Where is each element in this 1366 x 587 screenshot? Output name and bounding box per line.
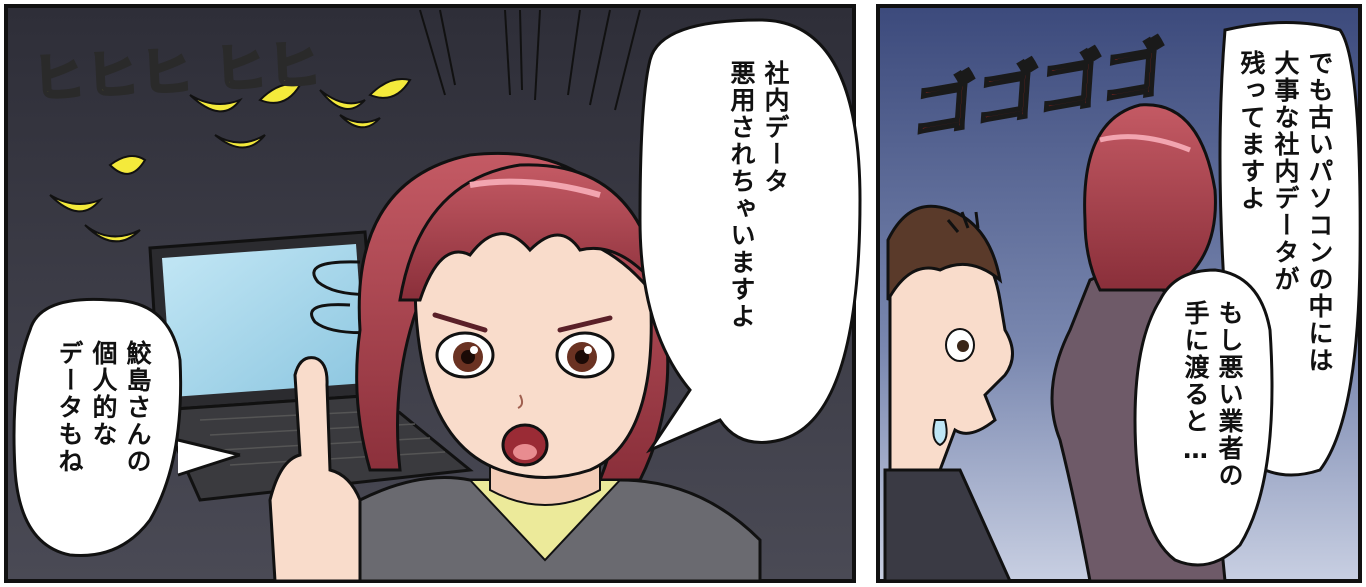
speech-bubble-3-text: でも古いパソコンの中には 大事な社内データが 残ってますよ [1234, 50, 1336, 374]
speech-line: 大事な社内データが [1271, 50, 1300, 293]
sweat-drop [932, 419, 948, 447]
speech-line: 個人的な [89, 340, 118, 448]
alert-marks [946, 211, 980, 233]
speech-line: 手に渡ると… [1181, 300, 1210, 466]
speech-line: もし悪い業者の [1215, 300, 1244, 489]
glowing-eyes [49, 78, 412, 243]
sfx-hihihi: ヒヒヒ ヒヒ [29, 34, 325, 112]
speech-bubble-1 [638, 18, 862, 454]
speech-line: 鮫島さんの [123, 340, 152, 475]
man-hair [886, 204, 1003, 301]
speech-line: でも古いパソコンの中には [1305, 50, 1334, 374]
speech-bubble-4 [1133, 268, 1274, 567]
speech-line: 社内データ [761, 60, 790, 195]
speech-line: 残ってますよ [1237, 50, 1266, 212]
speech-bubble-2 [12, 297, 183, 558]
speech-bubble-4-text: もし悪い業者の 手に渡ると… [1178, 300, 1246, 489]
woman-bangs [398, 163, 663, 302]
woman-eyes [435, 331, 615, 379]
woman-back-hair [1083, 103, 1217, 292]
speech-line: 悪用されちゃいますよ [727, 60, 756, 330]
speech-line: データもね [55, 340, 84, 475]
man-suit [883, 468, 1013, 583]
woman-hand [268, 356, 362, 583]
speech-bubble-1-text: 社内データ 悪用されちゃいますよ [724, 60, 792, 330]
speech-bubble-2-text: 鮫島さんの 個人的な データもね [52, 340, 154, 475]
speed-lines [419, 9, 641, 111]
